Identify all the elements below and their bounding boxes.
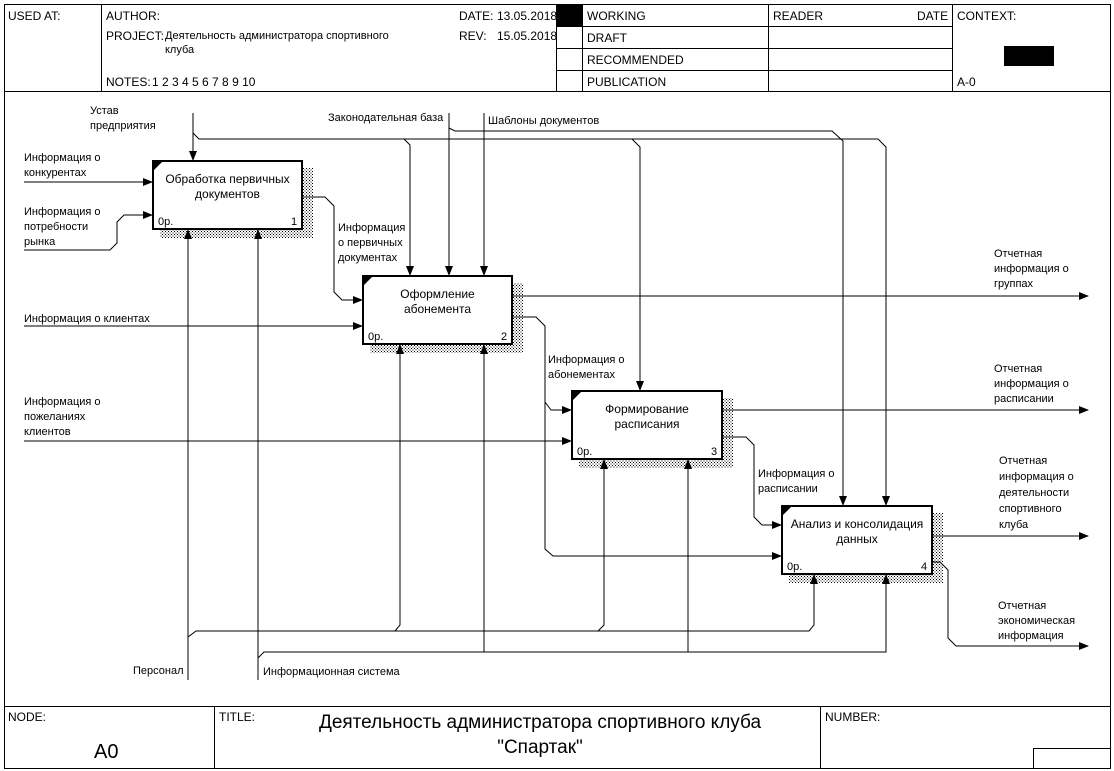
- personal-label: Персонал: [133, 665, 184, 677]
- number-label: NUMBER:: [825, 710, 881, 724]
- box-2: [362, 275, 513, 345]
- diagram-title: Деятельность администратора спортивного …: [318, 712, 762, 758]
- footer-frame: [4, 706, 1110, 768]
- node-value: A0: [94, 741, 119, 763]
- shablony-label: Шаблоны документов: [488, 115, 600, 127]
- box-1-cost: 0р.: [158, 216, 174, 228]
- date-value: 13.05.2018: [497, 9, 558, 23]
- status-working: WORKING: [587, 9, 646, 23]
- klienty-label: Информация о клиентах: [24, 313, 150, 325]
- personal-box2-arrow: [394, 344, 404, 632]
- box-1: [152, 160, 303, 230]
- abonementy-arrow: [512, 316, 572, 414]
- box-4-cost: 0р.: [787, 561, 803, 573]
- project-label: PROJECT:: [106, 29, 165, 43]
- reader-label: READER: [773, 9, 824, 23]
- personal-box3-arrow: [597, 459, 608, 632]
- box-4: [781, 505, 933, 575]
- box-3: [571, 390, 723, 460]
- infosystem-label: Информационная система: [263, 666, 400, 678]
- out-econ-arrow: [932, 561, 1089, 650]
- node-label: NODE:: [8, 710, 47, 724]
- context-label: CONTEXT:: [957, 9, 1017, 23]
- zakon-box4-arrow: [448, 127, 847, 506]
- box-2-number: 2: [501, 331, 508, 343]
- abonementy-box4-arrow: [544, 402, 782, 560]
- infosystem-box4-arrow: [257, 574, 890, 659]
- notes-value: 1 2 3 4 5 6 7 8 9 10: [152, 75, 256, 89]
- context-thumbnail: [1004, 46, 1054, 66]
- title-label: TITLE:: [219, 710, 256, 724]
- shablony-box3-arrow: [631, 138, 644, 391]
- ustav-box4-arrow: [192, 132, 890, 506]
- working-status-marker: [557, 5, 582, 26]
- pervichnye-arrow: [302, 196, 363, 304]
- ustav-box2-arrow: [403, 138, 414, 276]
- used-at-label: USED AT:: [8, 9, 61, 23]
- status-draft: DRAFT: [587, 31, 627, 45]
- rev-value: 15.05.2018: [497, 29, 558, 43]
- date-label: DATE:: [459, 9, 494, 23]
- author-label: AUTHOR:: [106, 9, 160, 23]
- box-1-number: 1: [291, 216, 298, 228]
- notes-label: NOTES:: [106, 75, 151, 89]
- box-4-number: 4: [921, 561, 928, 573]
- raspisanie-arrow: [722, 436, 782, 529]
- box-2-cost: 0р.: [368, 331, 384, 343]
- potrebnosti-arrow: [24, 211, 153, 251]
- box-3-number: 3: [711, 446, 718, 458]
- rev-label: REV:: [459, 29, 487, 43]
- status-publication: PUBLICATION: [587, 75, 667, 89]
- header-frame: [4, 4, 1110, 92]
- zakon-label: Законодательная база: [328, 112, 444, 124]
- personal-box4-arrow: [187, 574, 818, 638]
- project-value: Деятельность администратора спортивного …: [165, 30, 389, 56]
- context-node: A-0: [957, 75, 976, 89]
- box-3-cost: 0р.: [577, 446, 593, 458]
- reader-date-label: DATE: [917, 9, 949, 23]
- status-recommended: RECOMMENDED: [587, 53, 684, 67]
